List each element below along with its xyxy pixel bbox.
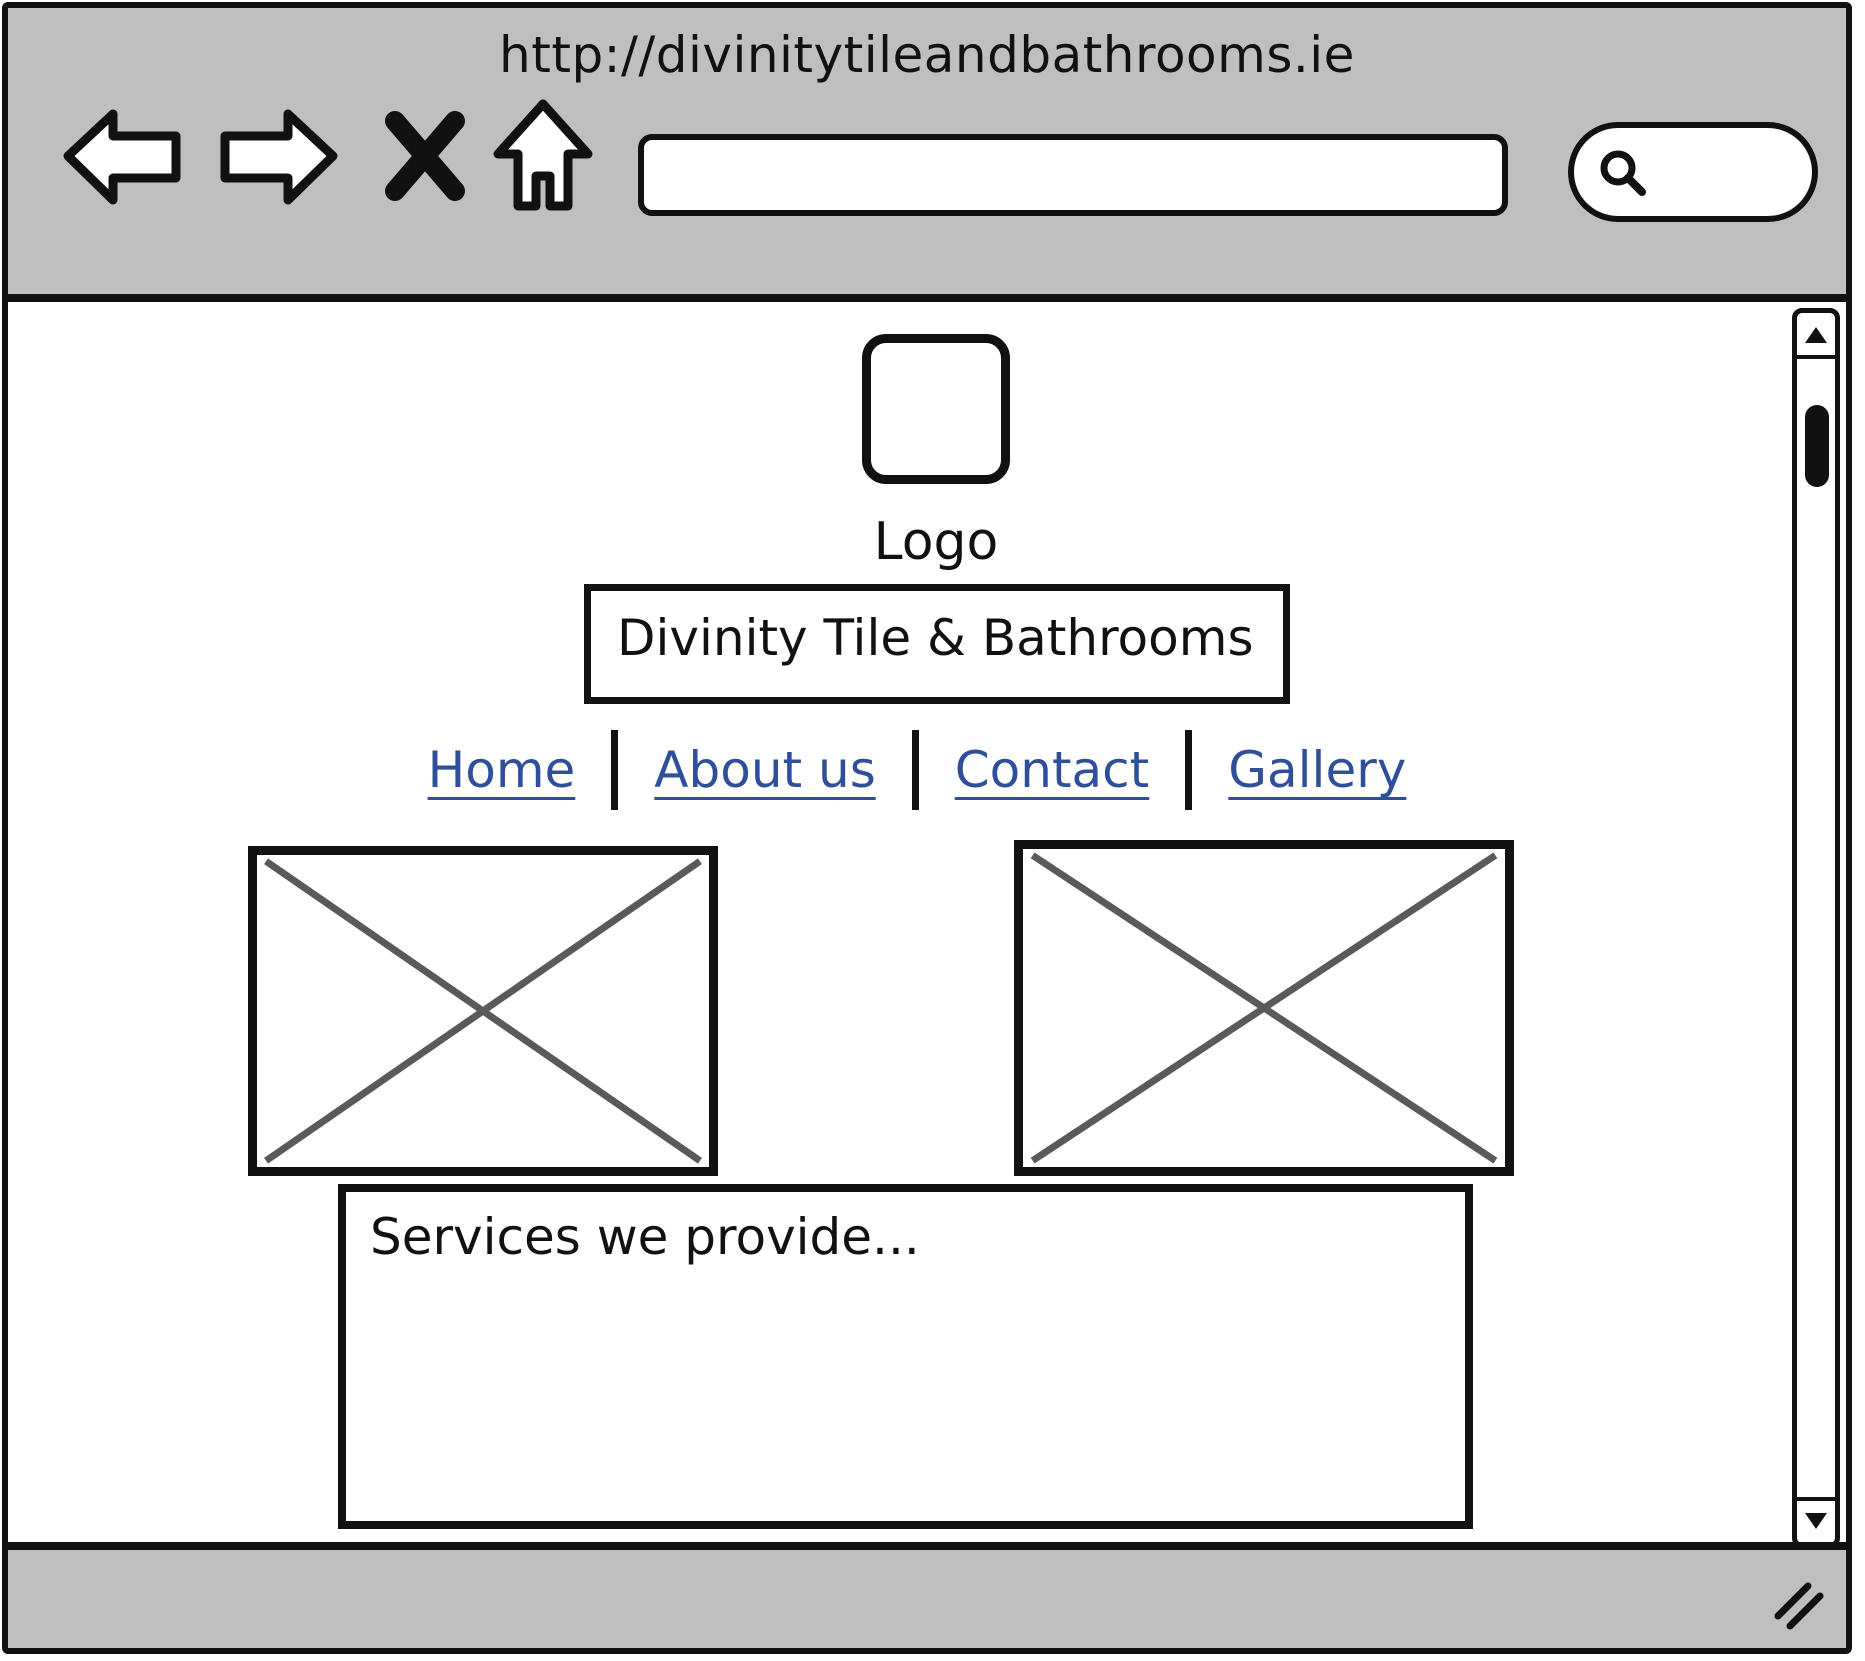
browser-search-field[interactable] (1568, 122, 1818, 222)
page-content: Logo Divinity Tile & Bathrooms Home Abou… (8, 302, 1786, 1548)
nav-divider (1185, 730, 1193, 810)
scroll-thumb[interactable] (1805, 405, 1829, 487)
scroll-up-button[interactable] (1797, 315, 1835, 359)
back-button[interactable] (58, 96, 188, 216)
address-bar[interactable] (638, 134, 1508, 216)
home-icon (493, 99, 593, 211)
browser-toolbar: http://divinitytileandbathrooms.ie (8, 8, 1846, 302)
vertical-scrollbar[interactable] (1792, 308, 1840, 1548)
window-title-url: http://divinitytileandbathrooms.ie (499, 26, 1355, 84)
services-box: Services we provide... (338, 1184, 1473, 1529)
stop-button[interactable] (380, 96, 470, 216)
nav-divider (911, 730, 919, 810)
forward-arrow-icon (220, 109, 338, 205)
stop-x-icon (385, 111, 465, 201)
status-bar (8, 1542, 1846, 1648)
nav-divider (611, 730, 619, 810)
resize-grip-icon[interactable] (1768, 1576, 1828, 1636)
image-placeholder-icon (1023, 849, 1505, 1167)
nav-link-home[interactable]: Home (427, 741, 576, 799)
nav-link-gallery[interactable]: Gallery (1228, 741, 1407, 799)
company-name-box: Divinity Tile & Bathrooms (584, 584, 1290, 704)
image-placeholder-left (248, 846, 718, 1176)
nav-link-contact[interactable]: Contact (954, 741, 1150, 799)
triangle-down-icon (1805, 1513, 1827, 1529)
main-nav: Home About us Contact Gallery (8, 730, 1786, 810)
nav-link-about-us[interactable]: About us (654, 741, 876, 799)
scroll-down-button[interactable] (1797, 1497, 1835, 1541)
triangle-up-icon (1805, 327, 1827, 343)
search-icon (1600, 150, 1646, 196)
logo-label: Logo (873, 512, 999, 572)
forward-button[interactable] (213, 96, 343, 216)
home-button[interactable] (488, 96, 598, 216)
logo-placeholder (862, 334, 1010, 484)
back-arrow-icon (63, 109, 181, 205)
image-placeholder-icon (257, 855, 709, 1167)
image-placeholder-right (1014, 840, 1514, 1176)
